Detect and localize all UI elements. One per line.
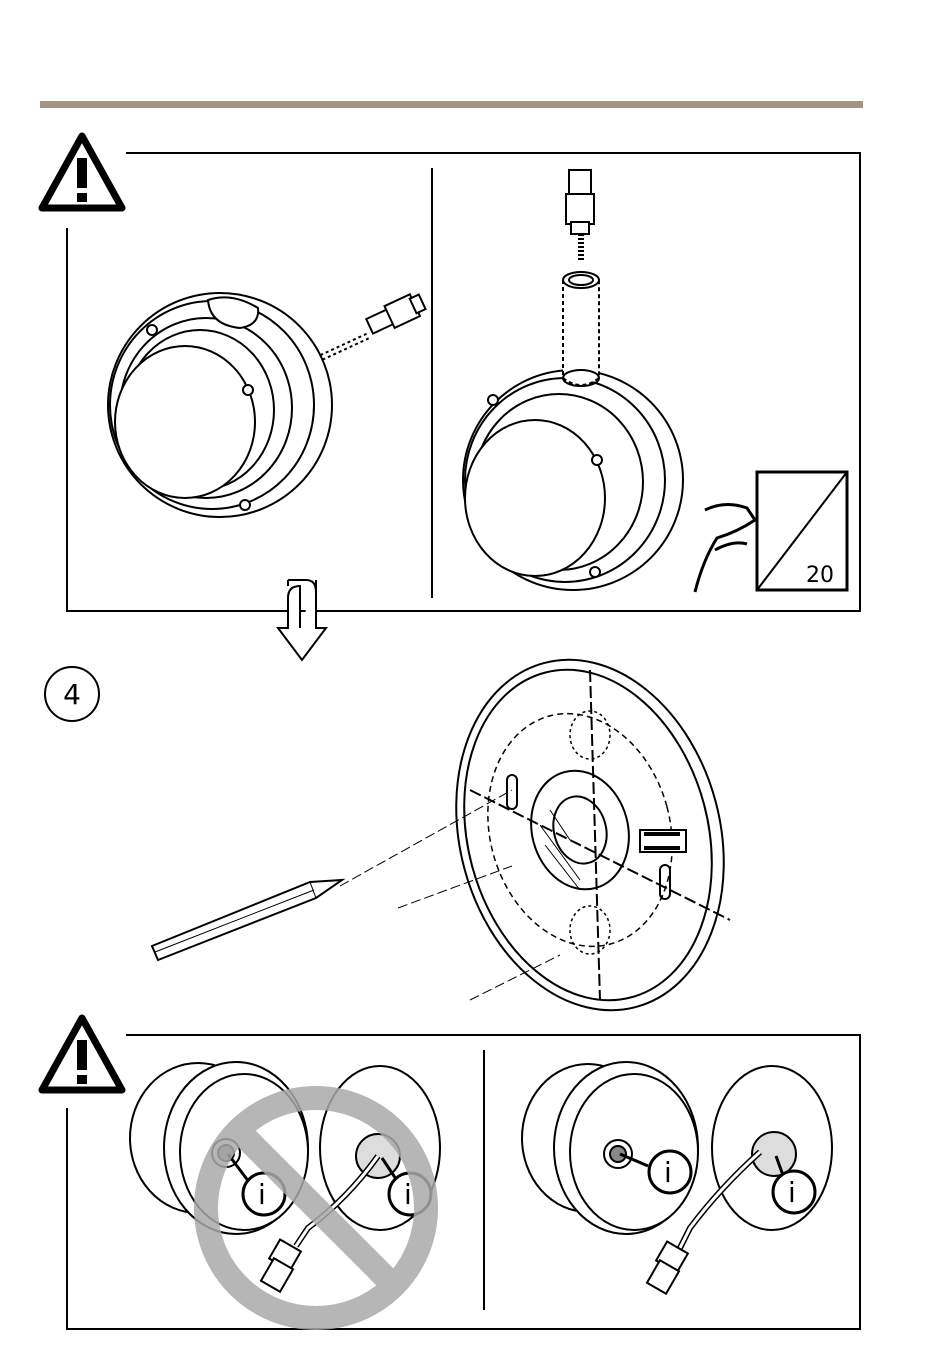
step-number: 4 bbox=[44, 666, 100, 722]
dome-camera-illustration bbox=[100, 280, 430, 530]
correct-orientation-illustration: i i bbox=[520, 1048, 850, 1323]
header-rule bbox=[40, 101, 863, 108]
bottom-panel-divider bbox=[483, 1050, 485, 1310]
top-panel-divider bbox=[431, 168, 433, 598]
warning-triangle-icon-bottom bbox=[38, 1012, 126, 1098]
info-label-1: i bbox=[258, 1178, 266, 1211]
top-frame-left-line bbox=[66, 228, 68, 610]
cure-time-value: 20 bbox=[806, 563, 834, 588]
info-label-4: i bbox=[788, 1176, 796, 1209]
info-label-3: i bbox=[664, 1156, 672, 1189]
info-label-2: i bbox=[404, 1178, 412, 1211]
mounting-template-illustration bbox=[140, 650, 750, 1020]
bottom-frame-left-line bbox=[66, 1108, 68, 1328]
camera-conduit-illustration bbox=[455, 160, 855, 600]
warning-triangle-icon bbox=[38, 130, 126, 216]
cure-time-label: 20 bbox=[800, 558, 848, 590]
incorrect-orientation-illustration: i i bbox=[128, 1048, 468, 1323]
